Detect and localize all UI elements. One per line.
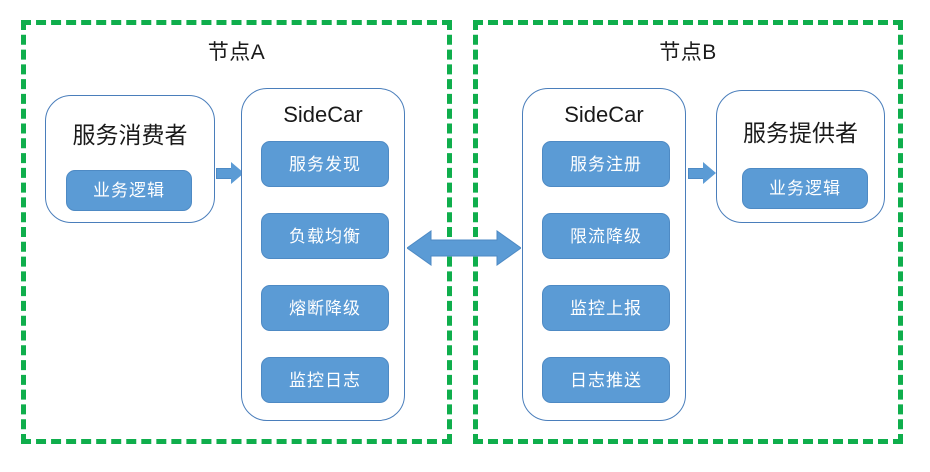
arrow-bidirectional-sidecars (407, 226, 521, 270)
chip-business-logic-b[interactable]: 业务逻辑 (742, 168, 868, 209)
chip-monitoring-report[interactable]: 监控上报 (542, 285, 670, 331)
bidirectional-arrow-icon (407, 230, 521, 266)
node-container-a (21, 20, 452, 444)
arrow-sidecar-to-provider (688, 162, 716, 185)
panel-service-provider: 服务提供者 业务逻辑 (716, 90, 885, 223)
service-consumer-title: 服务消费者 (72, 122, 188, 148)
chip-service-registration[interactable]: 服务注册 (542, 141, 670, 187)
sidecar-a-title: SideCar (283, 102, 363, 127)
chip-rate-limit-degrade[interactable]: 限流降级 (542, 213, 670, 259)
chip-circuit-breaker[interactable]: 熔断降级 (261, 285, 389, 331)
arrow-head-icon (231, 162, 244, 184)
chip-load-balancing[interactable]: 负载均衡 (261, 213, 389, 259)
node-a-label: 节点A (207, 41, 266, 64)
chip-log-push[interactable]: 日志推送 (542, 357, 670, 403)
panel-service-consumer: 服务消费者 业务逻辑 (45, 95, 215, 223)
arrow-consumer-to-sidecar (216, 162, 244, 185)
panel-sidecar-b: SideCar 服务注册 限流降级 监控上报 日志推送 (522, 88, 686, 421)
node-container-b (473, 20, 903, 444)
chip-monitoring-log[interactable]: 监控日志 (261, 357, 389, 403)
chip-service-discovery[interactable]: 服务发现 (261, 141, 389, 187)
panel-sidecar-a: SideCar 服务发现 负载均衡 熔断降级 监控日志 (241, 88, 405, 421)
arrow-shaft (688, 168, 705, 179)
arrow-head-icon (703, 162, 716, 184)
sidecar-b-title: SideCar (564, 102, 644, 127)
arrow-shaft (216, 168, 233, 179)
chip-business-logic-a[interactable]: 业务逻辑 (66, 170, 192, 211)
node-b-label: 节点B (659, 41, 717, 64)
service-provider-title: 服务提供者 (743, 120, 858, 146)
